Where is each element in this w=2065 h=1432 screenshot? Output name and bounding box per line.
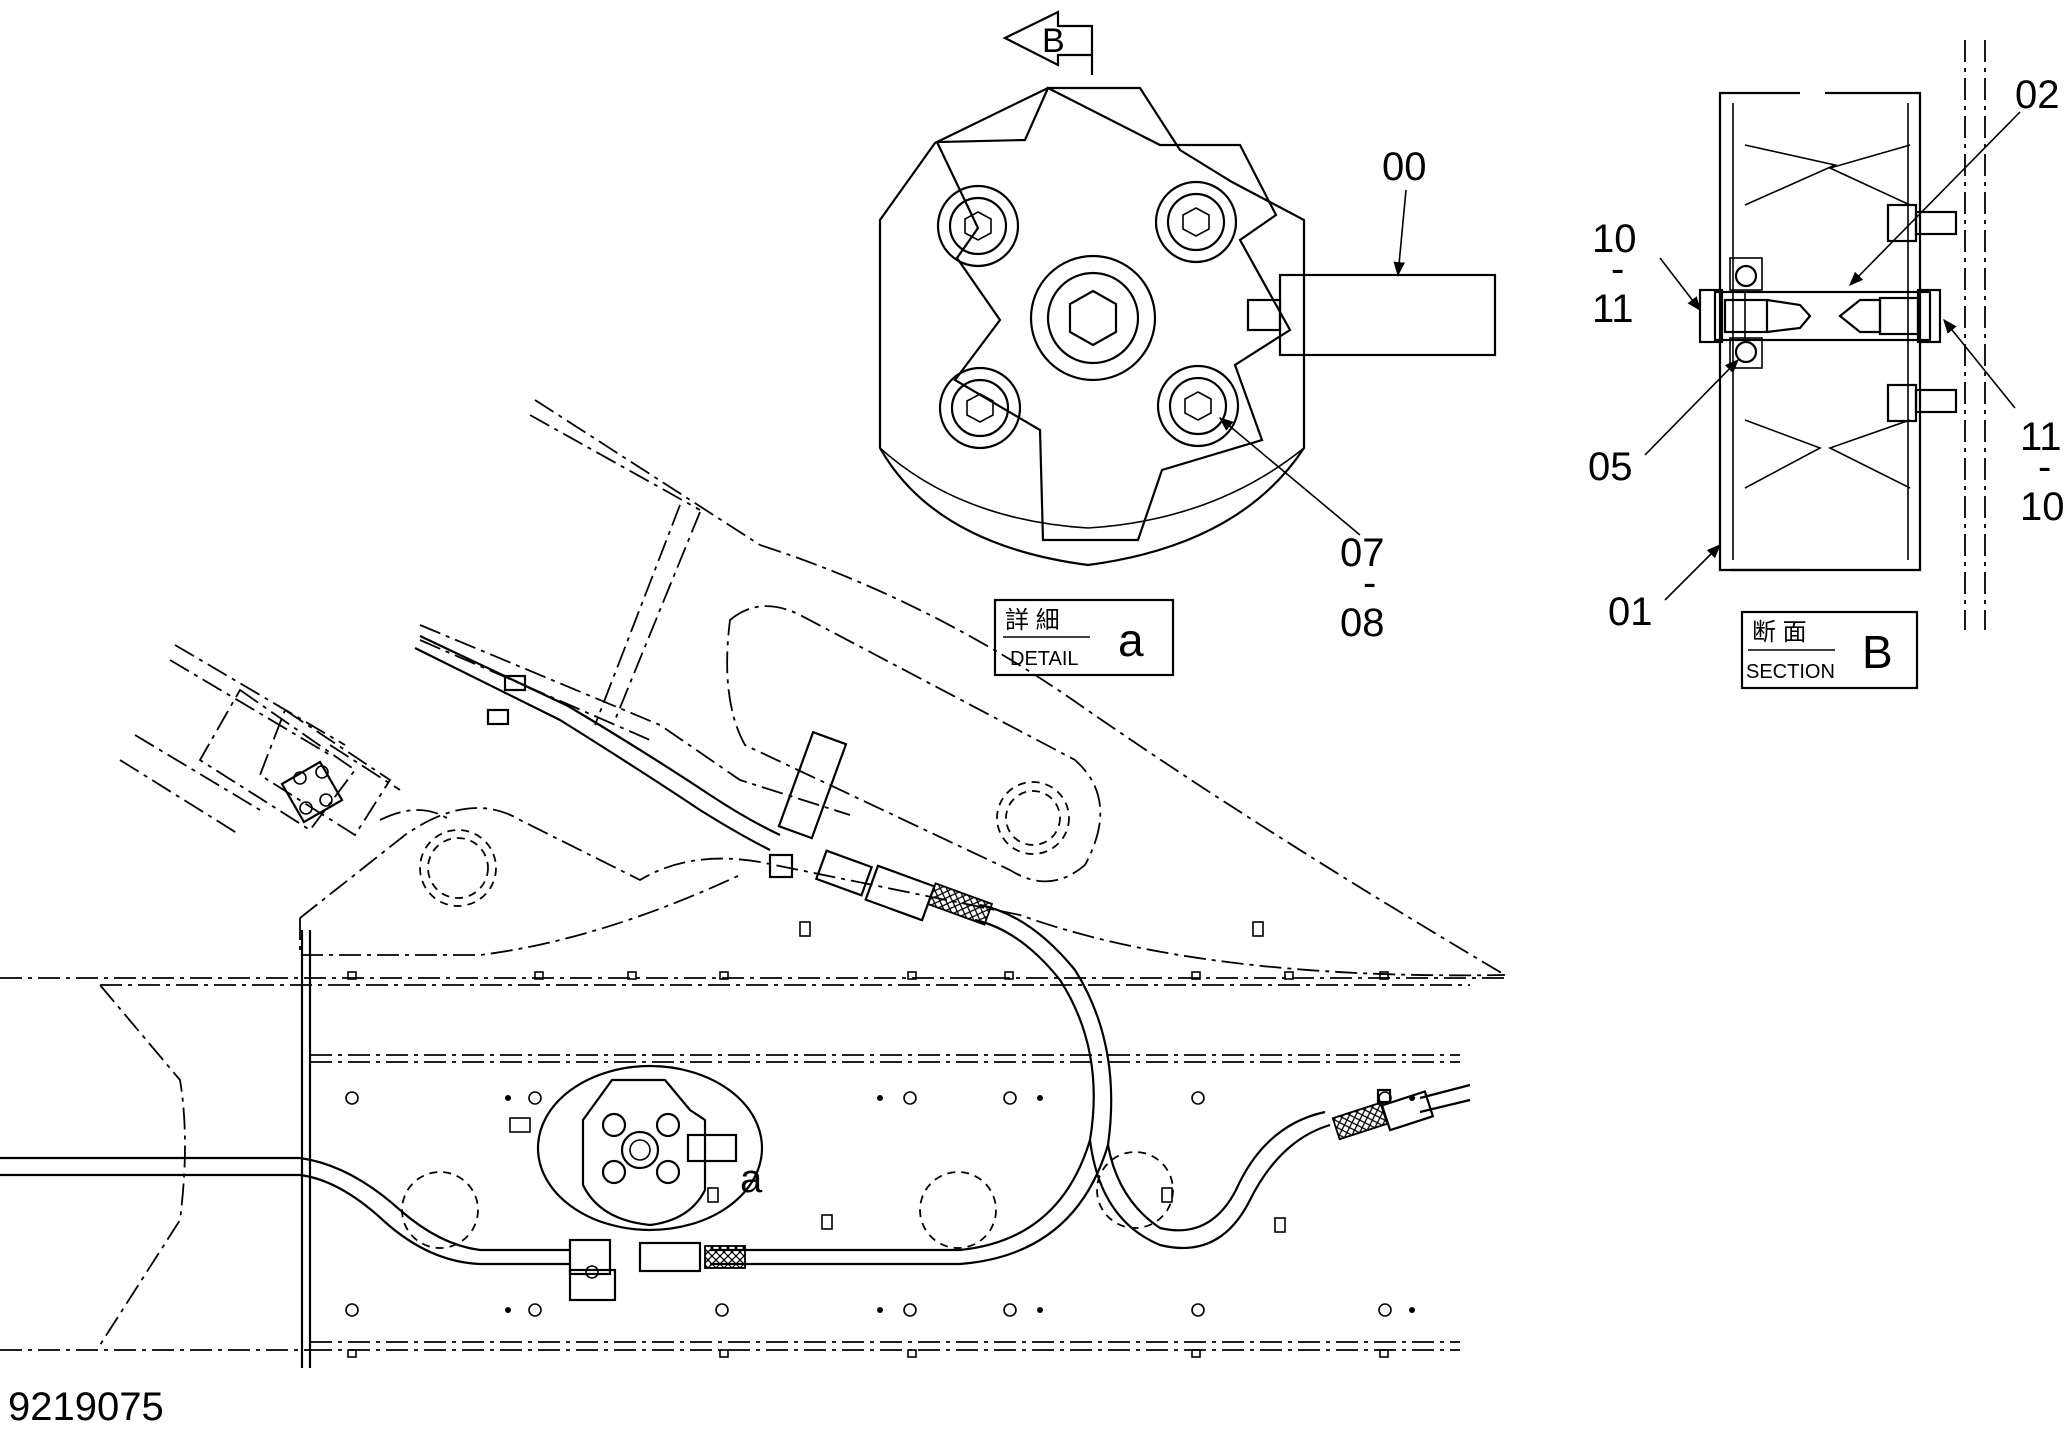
main-assembly bbox=[0, 399, 1506, 1368]
bolt-head-bottom-left bbox=[938, 366, 1022, 450]
callout-01: 01 bbox=[1608, 590, 1653, 634]
hose-crimp-1 bbox=[926, 882, 994, 926]
rail-bolts bbox=[347, 971, 1389, 1358]
bolt-head-bottom-right bbox=[1156, 364, 1240, 448]
section-letter: B bbox=[1862, 626, 1893, 678]
hose-clips bbox=[509, 921, 1286, 1233]
callout-10-right: 10 bbox=[2020, 485, 2065, 529]
detail-a-label-box: 詳 細 DETAIL a bbox=[993, 598, 1175, 677]
bolt-head-top-left bbox=[936, 184, 1020, 268]
detail-a-ref-letter: a bbox=[740, 1157, 763, 1201]
grease-fitting-body bbox=[1278, 273, 1497, 357]
drawing-number: 9219075 bbox=[8, 1385, 164, 1429]
callout-08: 08 bbox=[1340, 601, 1385, 645]
callout-02: 02 bbox=[2015, 73, 2060, 117]
callout-11-right: 11 bbox=[2020, 415, 2062, 459]
section-b-view bbox=[1698, 40, 1986, 630]
callout-11-left: 11 bbox=[1592, 287, 1634, 331]
frame-holes-top bbox=[345, 1091, 1415, 1105]
frame-holes-bottom bbox=[345, 1303, 1415, 1317]
hose-crimp-2 bbox=[704, 1245, 746, 1269]
range-dash-10-11-left: - bbox=[1611, 247, 1624, 291]
callout-00: 00 bbox=[1382, 145, 1427, 189]
section-jp: 断 面 bbox=[1752, 619, 1807, 646]
callout-07: 07 bbox=[1340, 531, 1385, 575]
detail-a-view bbox=[878, 86, 1497, 567]
range-dash-07-08: - bbox=[1363, 561, 1376, 605]
cylinder-flange bbox=[280, 760, 344, 824]
view-arrow-b: B bbox=[1002, 10, 1094, 75]
section-b-label-box: 断 面 SECTION B bbox=[1740, 610, 1919, 690]
bolt-head-top-right bbox=[1154, 180, 1238, 264]
detail-a-reference: a bbox=[536, 1064, 764, 1232]
callout-05: 05 bbox=[1588, 445, 1633, 489]
detail-jp: 詳 細 bbox=[1005, 607, 1060, 634]
section-en: SECTION bbox=[1746, 661, 1835, 683]
view-arrow-label: B bbox=[1042, 22, 1065, 60]
detail-letter: a bbox=[1118, 614, 1144, 666]
detail-en: DETAIL bbox=[1010, 648, 1079, 670]
range-dash-11-10-right: - bbox=[2038, 445, 2051, 489]
hose-crimp-3 bbox=[1331, 1101, 1389, 1141]
callout-10-left: 10 bbox=[1592, 217, 1637, 261]
